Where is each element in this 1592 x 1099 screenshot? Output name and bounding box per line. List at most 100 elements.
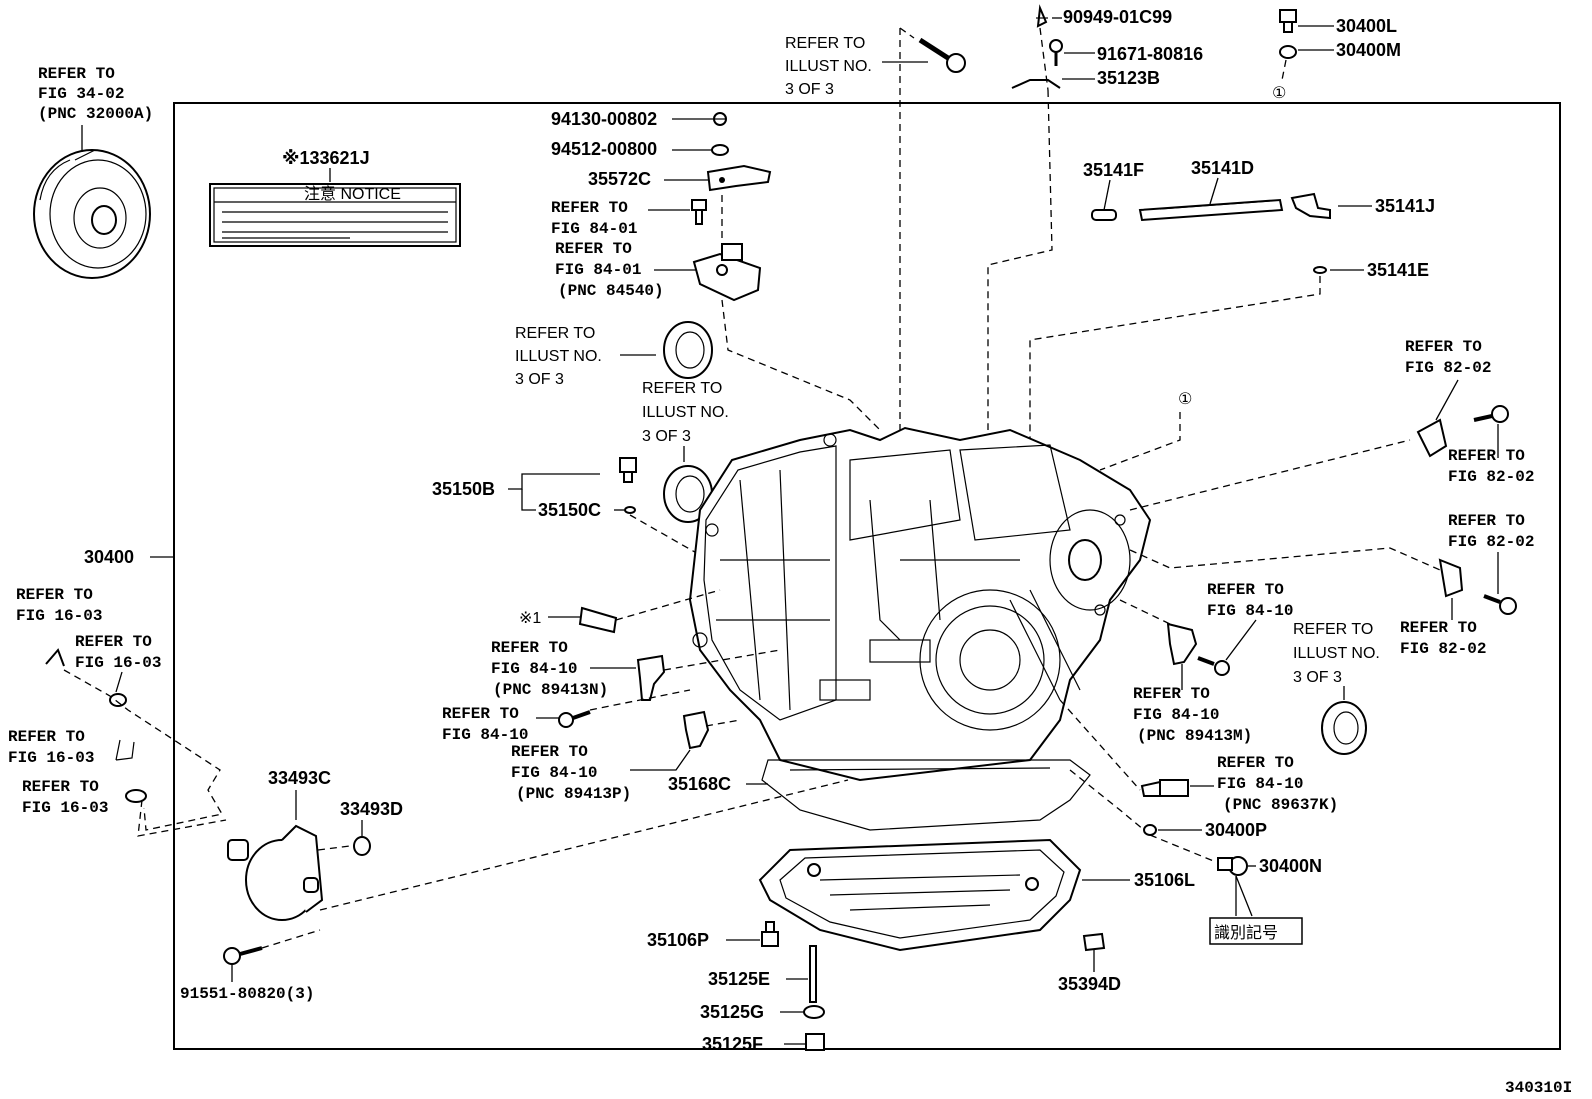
bolt-91551	[223, 946, 263, 965]
part-35150B: 35150B	[432, 479, 495, 499]
clip-35141E	[1313, 266, 1327, 274]
ref-fig82c-line1: REFER TO	[1448, 512, 1525, 530]
seal-35141F	[1091, 209, 1117, 221]
washer-94512	[711, 144, 729, 156]
hose-clamp-d	[125, 789, 147, 803]
id-mark-label: 識別記号	[1214, 924, 1278, 942]
lever-35141J	[1290, 192, 1331, 220]
part-94512-00800: 94512-00800	[551, 139, 657, 159]
ref-illust-top-line2: ILLUST NO.	[785, 58, 872, 75]
ref-fig34-line2: FIG 34-02	[38, 85, 124, 103]
part-91671-80816: 91671-80816	[1097, 44, 1203, 64]
hose-c	[115, 739, 135, 761]
oil-cooler-33493C	[227, 824, 324, 921]
part-35125F: 35125F	[702, 1034, 763, 1054]
hose-clip-a	[45, 648, 65, 667]
part-35141D: 35141D	[1191, 158, 1254, 178]
ref-fig84-10p-line1: REFER TO	[511, 743, 588, 761]
ref-fig84-10m-line3: (PNC 89413M)	[1137, 727, 1252, 745]
ref-fig16a-line1: REFER TO	[16, 586, 93, 604]
ref-fig16c-line1: REFER TO	[8, 728, 85, 746]
ref-illust-mid-line3: 3 OF 3	[642, 428, 691, 445]
ref-fig82a-line1: REFER TO	[1405, 338, 1482, 356]
ref-illust-mid-line2: ILLUST NO.	[642, 404, 729, 421]
ref-fig82b-line2: FIG 82-02	[1448, 468, 1534, 486]
tag-35394D	[1082, 932, 1106, 952]
bolt-sensor-left	[558, 710, 591, 728]
ref-fig82d-line2: FIG 82-02	[1400, 640, 1486, 658]
ref-fig84-10p-line3: (PNC 89413P)	[516, 785, 631, 803]
hose-clamp-b	[109, 693, 127, 707]
oil-seal-right	[1321, 701, 1367, 755]
ref-fig34-line1: REFER TO	[38, 65, 115, 83]
ref-fig84-10n-line3: (PNC 89413N)	[493, 681, 608, 699]
ref-fig84-01b-line1: REFER TO	[555, 240, 632, 258]
ref-illust-left-line2: ILLUST NO.	[515, 348, 602, 365]
ref-fig84-10-right-line2: FIG 84-10	[1207, 602, 1293, 620]
part-35125E: 35125E	[708, 969, 770, 989]
ref-fig84-01b-line3: (PNC 84540)	[558, 282, 664, 300]
bolt-91671	[1049, 39, 1063, 66]
shaft-35141D	[1138, 198, 1284, 222]
part-35106L: 35106L	[1134, 870, 1195, 890]
part-91551-80820: 91551-80820(3)	[180, 985, 314, 1003]
part-35123B: 35123B	[1097, 68, 1160, 88]
ref-fig16a-line2: FIG 16-03	[16, 607, 102, 625]
part-35394D: 35394D	[1058, 974, 1121, 994]
ref-fig84-01a-line2: FIG 84-01	[551, 220, 637, 238]
nut-35125F	[805, 1033, 825, 1051]
bolt-fig82-lower	[1483, 594, 1517, 615]
transaxle-case-drawing	[688, 426, 1152, 831]
marker-star1: ※1	[519, 610, 541, 627]
part-35141F: 35141F	[1083, 160, 1144, 180]
part-35168C: 35168C	[668, 774, 731, 794]
oring-30400P	[1143, 824, 1157, 836]
ref-fig16c-line2: FIG 16-03	[8, 749, 94, 767]
ref-illust-mid-line1: REFER TO	[642, 380, 722, 397]
ref-illust-right-line3: 3 OF 3	[1293, 669, 1342, 686]
lever-35572C	[706, 164, 772, 192]
ref-fig16b-line1: REFER TO	[75, 633, 152, 651]
ref-illust-top-line3: 3 OF 3	[785, 81, 834, 98]
ref-illust-top-line1: REFER TO	[785, 35, 865, 52]
oil-seal-upper	[663, 321, 713, 379]
breather-35150B	[619, 457, 637, 483]
part-33493C: 33493C	[268, 768, 331, 788]
bracket-35123B	[1011, 79, 1061, 89]
ref-fig84-10n-line1: REFER TO	[491, 639, 568, 657]
ref-fig34-line3: (PNC 32000A)	[38, 105, 153, 123]
part-30400: 30400	[84, 547, 134, 567]
figure-id: 340310I	[1505, 1079, 1572, 1097]
ref-fig84-01b-line2: FIG 84-01	[555, 261, 641, 279]
ref-illust-left-line3: 3 OF 3	[515, 371, 564, 388]
notice-title: 注意 NOTICE	[304, 184, 401, 203]
part-35106P: 35106P	[647, 930, 709, 950]
ref-fig84-10m-line1: REFER TO	[1133, 685, 1210, 703]
part-35150C: 35150C	[538, 500, 601, 520]
ref-illust-right-line1: REFER TO	[1293, 621, 1373, 638]
ref-fig82a-line2: FIG 82-02	[1405, 359, 1491, 377]
circled-1-top: ①	[1272, 85, 1286, 102]
sensor-89413N	[636, 654, 666, 701]
ref-fig84-10p-line2: FIG 84-10	[511, 764, 597, 782]
oring-35150C	[624, 506, 636, 514]
part-30400N: 30400N	[1259, 856, 1322, 876]
part-35141E: 35141E	[1367, 260, 1429, 280]
ref-fig84-10-plain-line2: FIG 84-10	[442, 726, 528, 744]
ref-illust-right-line2: ILLUST NO.	[1293, 645, 1380, 662]
ref-fig84-10-right-line1: REFER TO	[1207, 581, 1284, 599]
switch-89637K	[1140, 779, 1189, 797]
bolt-35106P	[761, 921, 779, 947]
ref-fig84-10k-line3: (PNC 89637K)	[1223, 796, 1338, 814]
bracket-fig82-upper	[1416, 418, 1448, 458]
ref-fig84-10n-line2: FIG 84-10	[491, 660, 577, 678]
part-30400P: 30400P	[1205, 820, 1267, 840]
part-90949-01C99: 90949-01C99	[1063, 7, 1172, 27]
plug-30400L	[1279, 9, 1297, 33]
ref-fig84-10-plain-line1: REFER TO	[442, 705, 519, 723]
part-30400M: 30400M	[1336, 40, 1401, 60]
ref-fig16b-line2: FIG 16-03	[75, 654, 161, 672]
ref-illust-left-line1: REFER TO	[515, 325, 595, 342]
label-star1	[578, 606, 618, 634]
